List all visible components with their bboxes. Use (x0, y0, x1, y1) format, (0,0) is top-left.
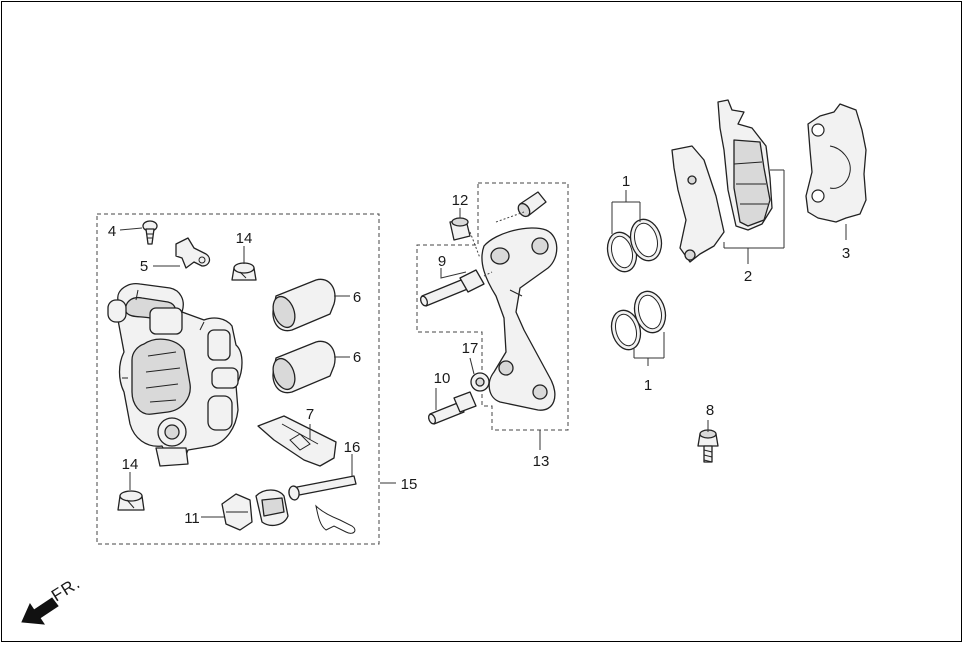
part-11-pin-boot (221, 489, 289, 531)
part-6-piston-lower (272, 340, 336, 394)
part-1-seal-lower-inner (633, 290, 667, 334)
caliper-bracket (481, 227, 558, 411)
callout-16: 16 (344, 439, 361, 456)
callout-15: 15 (401, 476, 418, 493)
callout-12: 12 (452, 192, 469, 209)
part-8-bolt (697, 429, 719, 463)
callout-13: 13 (533, 453, 550, 470)
callout-3: 3 (842, 245, 850, 262)
leader-lines (119, 169, 847, 518)
callout-1-lower: 1 (644, 377, 652, 394)
callout-4: 4 (108, 223, 116, 240)
caliper-body (107, 283, 243, 467)
callout-17: 17 (462, 340, 479, 357)
callout-6-upper: 6 (353, 289, 361, 306)
part-4-screw (142, 220, 158, 245)
part-3-pad-shim (805, 103, 867, 223)
callout-9: 9 (438, 253, 446, 270)
bolt-9-guide-line (483, 271, 493, 277)
callout-10: 10 (434, 370, 451, 387)
callout-2: 2 (744, 268, 752, 285)
callout-14-top: 14 (236, 230, 253, 247)
callout-6-lower: 6 (353, 349, 361, 366)
part-12-bush (449, 217, 471, 241)
part-1-seal-lower-outer (610, 309, 642, 351)
callout-8: 8 (706, 402, 714, 419)
bracket-group-box (416, 182, 569, 431)
part-1-seal-upper-inner (629, 218, 663, 262)
retaining-clip (315, 504, 356, 534)
callout-1-upper: 1 (622, 173, 630, 190)
part-2-brake-pad-front (671, 145, 725, 263)
callout-11: 11 (184, 510, 200, 527)
part-2-brake-pad-rear (717, 99, 773, 231)
callout-7: 7 (306, 406, 314, 423)
part-1-seal-upper-outer (606, 231, 638, 273)
bracket-sleeve (517, 191, 547, 218)
part-5-spring-clip (175, 237, 211, 269)
part-14-cap-bottom (117, 490, 145, 511)
part-16-slide-pin (288, 475, 357, 501)
callout-5: 5 (140, 258, 148, 275)
part-6-piston-upper (272, 278, 336, 332)
caliper-assembly-group-box (96, 213, 380, 545)
part-10-bolt (427, 391, 477, 425)
sleeve-guide-line (469, 211, 525, 259)
part-9-bolt (419, 269, 485, 307)
part-17-washer (470, 372, 490, 392)
part-14-cap-top (231, 262, 257, 281)
callout-14-bottom: 14 (122, 456, 139, 473)
part-7-pad-spring (257, 415, 337, 467)
front-direction-arrow-icon (21, 597, 59, 625)
